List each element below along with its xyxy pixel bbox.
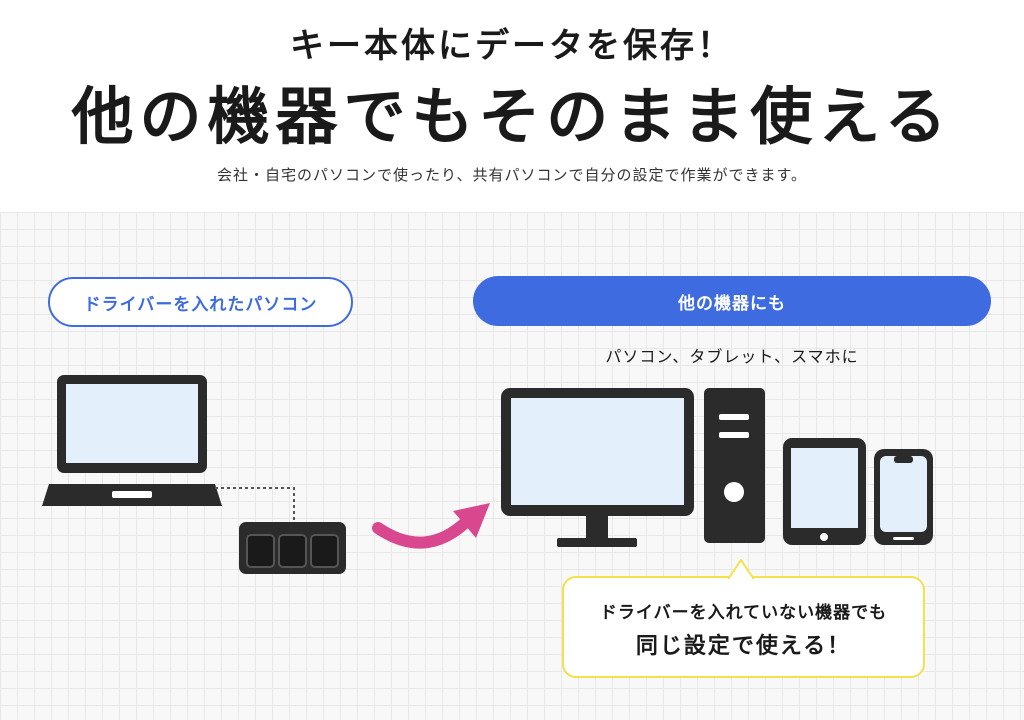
header: キー本体にデータを保存！ 他の機器でもそのまま使える 会社・自宅のパソコンで使っ… bbox=[0, 0, 1024, 210]
callout-text-line1: ドライバーを入れていない機器でも bbox=[599, 603, 888, 623]
callout-box bbox=[562, 576, 925, 678]
tablet-icon bbox=[783, 438, 866, 545]
keypad-icon bbox=[239, 522, 346, 574]
smartphone-icon bbox=[874, 449, 933, 545]
driver-pc-label: ドライバーを入れたパソコン bbox=[48, 277, 353, 327]
connector-line bbox=[215, 487, 295, 522]
callout-tail bbox=[728, 559, 754, 579]
title-small: キー本体にデータを保存！ bbox=[290, 26, 734, 66]
subtitle: 会社・自宅のパソコンで使ったり、共有パソコンで自分の設定で作業ができます。 bbox=[217, 166, 807, 184]
arrow-icon bbox=[372, 503, 490, 549]
laptop-icon bbox=[42, 375, 222, 506]
monitor-icon bbox=[501, 388, 694, 547]
title-big: 他の機器でもそのまま使える bbox=[71, 80, 953, 153]
callout-text-line2: 同じ設定で使える！ bbox=[635, 634, 852, 659]
devices-list-label: パソコン、タブレット、スマホに bbox=[605, 347, 859, 366]
other-devices-label: 他の機器にも bbox=[473, 276, 991, 326]
pc-tower-icon bbox=[704, 388, 765, 543]
